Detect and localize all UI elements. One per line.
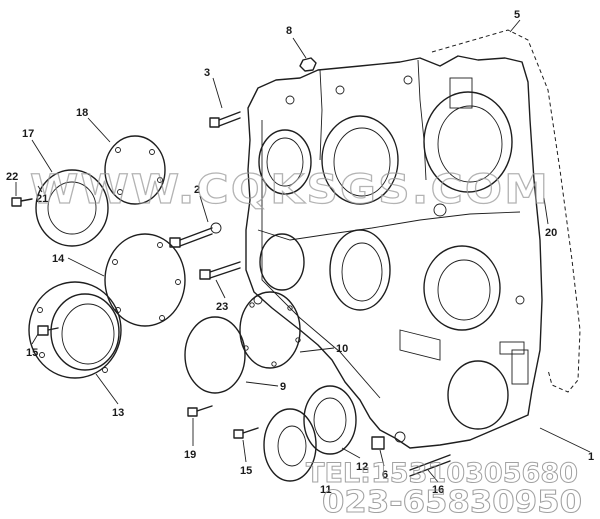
bolt-15b <box>233 427 259 439</box>
callout-8: 8 <box>286 25 292 37</box>
callout-15b: 15 <box>240 465 252 477</box>
callout-10: 10 <box>336 343 348 355</box>
bolt-23 <box>199 261 241 280</box>
cover-plate-9 <box>184 316 246 394</box>
callout-22: 22 <box>6 171 18 183</box>
callout-5: 5 <box>514 9 520 21</box>
watermark-site: WWW.CQKSGS.COM <box>30 167 550 213</box>
cover-gasket-18 <box>104 135 166 205</box>
callout-20: 20 <box>545 227 557 239</box>
bolt-15a <box>37 325 59 336</box>
cover-17 <box>35 169 109 247</box>
callout-2: 2 <box>194 184 200 196</box>
watermark-phone-2: 023-65830950 <box>322 485 582 519</box>
callout-1: 1 <box>588 451 594 463</box>
bolt-22 <box>11 197 33 207</box>
callout-13: 13 <box>112 407 124 419</box>
callout-19: 19 <box>184 449 196 461</box>
callout-16: 16 <box>432 484 444 496</box>
bolt-16 <box>409 454 451 477</box>
callout-6: 6 <box>382 469 388 481</box>
callout-3: 3 <box>204 67 210 79</box>
bolt-19 <box>187 405 213 417</box>
callout-14: 14 <box>52 253 65 265</box>
bolt-2 <box>169 222 222 248</box>
callout-11: 11 <box>320 484 332 496</box>
cover-gasket-10 <box>239 291 301 369</box>
gear-housing <box>245 55 543 449</box>
plug-6 <box>371 431 406 450</box>
callout-17: 17 <box>22 128 34 140</box>
callout-23: 23 <box>216 301 228 313</box>
nut-8 <box>299 57 317 72</box>
housing-gasket <box>431 29 581 393</box>
cover-gasket-12 <box>303 385 357 455</box>
callout-numbers: 8 5 3 18 17 2 22 21 20 14 23 10 15 13 9 … <box>6 9 594 496</box>
bolt-3 <box>209 111 241 128</box>
callout-9: 9 <box>280 381 286 393</box>
callout-21: 21 <box>36 193 48 205</box>
watermark-phone-1: TEL:15310305680 <box>306 458 578 489</box>
callout-12: 12 <box>356 461 368 473</box>
callout-18: 18 <box>76 107 88 119</box>
callout-15a: 15 <box>26 347 38 359</box>
cover-gasket-14 <box>104 233 186 327</box>
leader-lines <box>15 19 591 483</box>
cover-11 <box>263 408 317 482</box>
cover-13 <box>28 281 122 379</box>
